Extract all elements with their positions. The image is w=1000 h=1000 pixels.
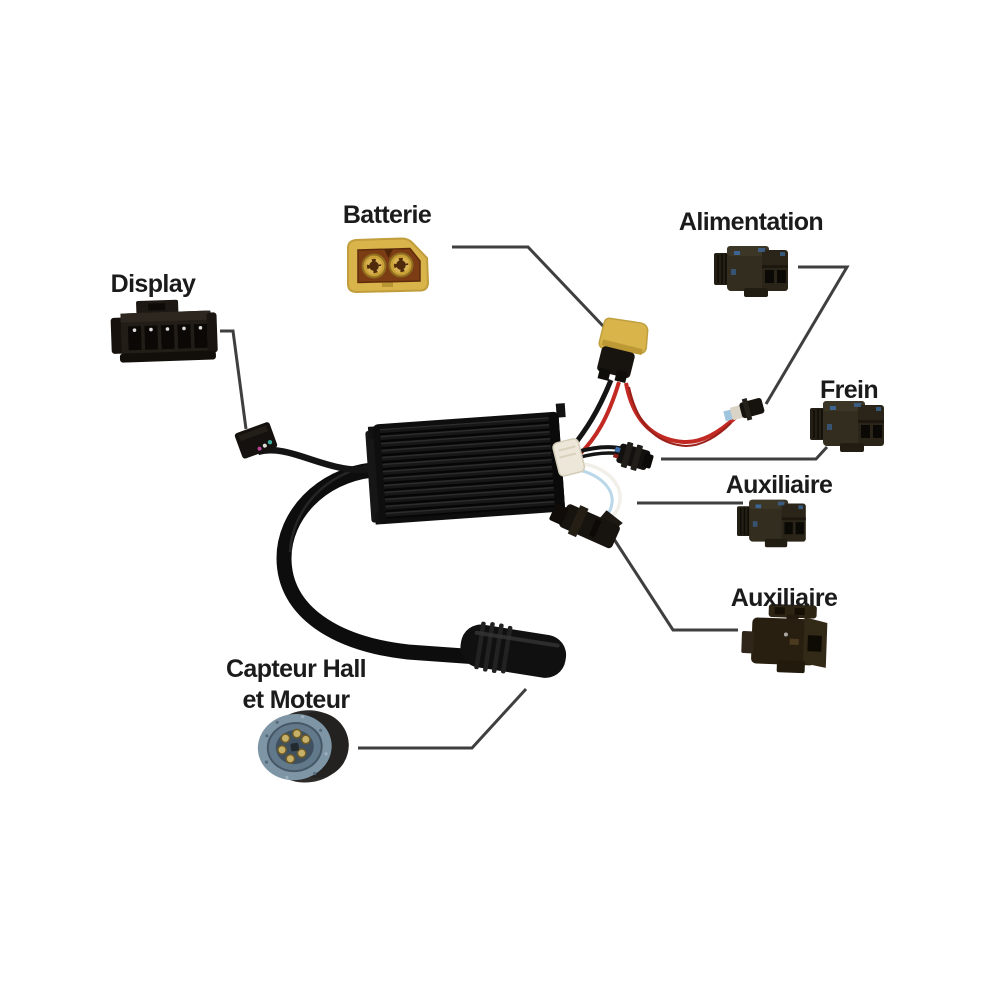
auxiliaire-1-connector-photo — [736, 499, 807, 548]
label-alimentation: Alimentation — [678, 208, 824, 236]
callout-line-capteur — [358, 687, 528, 750]
frein-connector-on-harness — [612, 441, 654, 471]
label-capteur-line1: Capteur Hall — [225, 655, 367, 683]
auxiliaire-connector-on-harness — [549, 503, 623, 549]
alimentation-connector-photo — [713, 245, 789, 298]
display-cable — [257, 447, 379, 473]
auxiliaire-2-connector-photo — [741, 604, 828, 674]
label-batterie: Batterie — [342, 201, 432, 229]
harness-wires — [569, 379, 738, 522]
display-connector-photo — [110, 299, 218, 363]
hall-motor-connector-photo — [257, 710, 349, 783]
label-display: Display — [110, 270, 196, 298]
display-connector-on-cable — [234, 422, 278, 459]
battery-connector-on-harness — [597, 317, 649, 383]
motor-cable-barrel-connector — [460, 621, 567, 678]
label-capteur-line2: et Moteur — [242, 686, 350, 714]
frein-connector-photo — [809, 400, 885, 453]
label-frein: Frein — [819, 376, 879, 404]
label-auxiliaire-1: Auxiliaire — [725, 471, 833, 499]
callout-line-alimentation — [764, 265, 850, 405]
label-capteur: Capteur Hall et Moteur — [225, 654, 367, 716]
battery-connector-photo — [347, 237, 430, 294]
harness-heatshrink — [552, 438, 586, 477]
alimentation-connector-on-harness — [723, 397, 765, 422]
callout-line-auxiliaire-2 — [610, 535, 738, 632]
controller-box — [365, 403, 573, 525]
label-auxiliaire-2: Auxiliaire — [730, 584, 838, 612]
callout-line-frein — [661, 445, 829, 461]
callout-line-batterie — [452, 245, 606, 329]
callout-line-display — [220, 329, 248, 430]
